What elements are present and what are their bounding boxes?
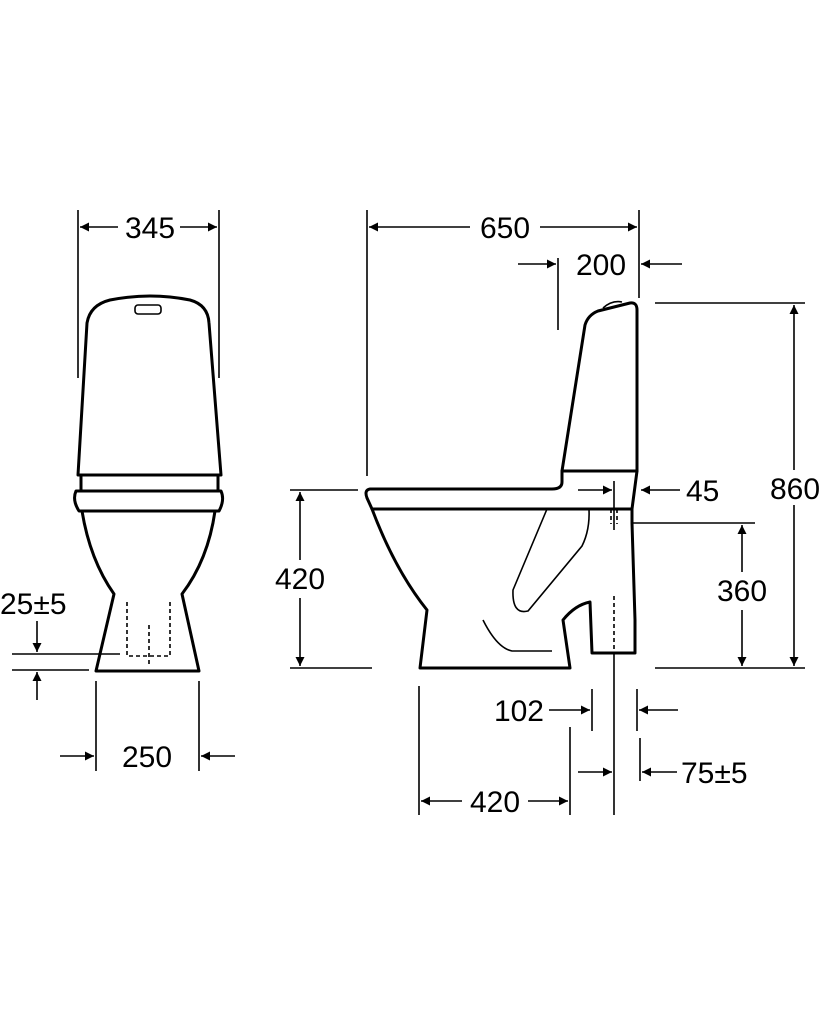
dim-outlet-height: 360 <box>717 575 767 608</box>
front-band <box>79 473 220 493</box>
front-flush-button <box>134 304 162 315</box>
front-view <box>73 294 225 673</box>
side-inner-curve <box>482 619 552 652</box>
dim-seat-height: 420 <box>275 563 325 596</box>
front-dimensions: 345 25±5 250 <box>0 210 235 774</box>
dim-total-height: 860 <box>770 473 820 506</box>
dim-wall-distance: 75±5 <box>681 757 748 790</box>
front-seat <box>73 489 225 513</box>
dim-front-width: 345 <box>125 212 175 245</box>
front-tank <box>76 294 223 477</box>
side-seat <box>364 469 639 511</box>
side-flush-button <box>602 300 623 309</box>
side-dimensions: 650 200 45 860 420 360 102 <box>275 210 820 819</box>
dim-outlet-diameter: 102 <box>494 695 544 728</box>
dim-outlet-distance: 420 <box>470 786 520 819</box>
side-bowl <box>370 507 637 670</box>
dim-outlet-offset: 25±5 <box>0 588 67 621</box>
dim-base-width: 250 <box>122 741 172 774</box>
side-tank <box>560 301 639 473</box>
dim-tank-offset: 45 <box>686 475 719 508</box>
dim-tank-depth: 200 <box>576 249 626 282</box>
front-bowl <box>80 509 217 673</box>
side-trap <box>512 508 590 613</box>
side-view <box>364 300 639 670</box>
dim-depth: 650 <box>480 212 530 245</box>
